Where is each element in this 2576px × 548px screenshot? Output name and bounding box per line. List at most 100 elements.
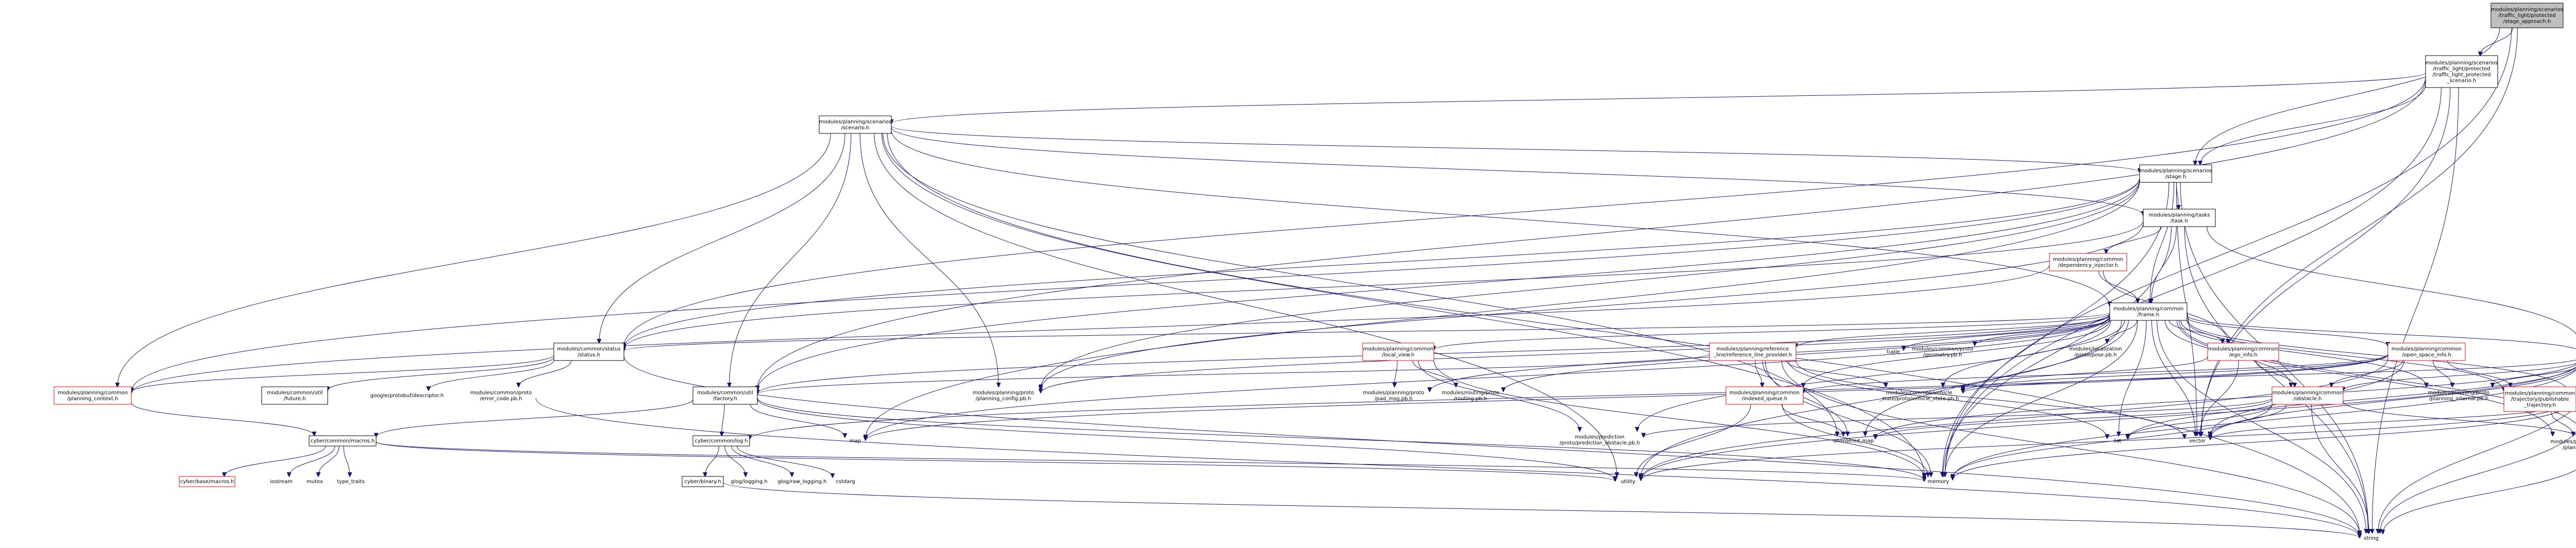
node-label-cstdarg-line-0: cstdarg xyxy=(836,479,855,485)
edge-frame-to-ego_info xyxy=(2168,320,2223,343)
node-box-planning_context xyxy=(54,386,132,405)
node-macros_common[interactable]: cyber/common/macros.h xyxy=(309,435,377,447)
node-indexed_queue[interactable]: modules/planning/common/indexed_queue.h xyxy=(1725,386,1804,405)
node-label-descriptor-line-0: google/protobuf/descriptor.h xyxy=(370,393,444,399)
node-label-memory-line-0: memory xyxy=(1928,479,1950,485)
node-label-planning_internal-line-0: modules/planning/proto xyxy=(2428,390,2489,396)
edge-factory-to-map xyxy=(750,404,845,437)
node-label-mutex-line-0: mutex xyxy=(307,479,323,485)
node-label-planning_config-line-1: /planning_config.pb.h xyxy=(976,396,1031,402)
edge-stage-to-memory xyxy=(1942,182,2170,476)
node-base_macros[interactable]: cyber/base/macros.h xyxy=(179,476,235,487)
node-status[interactable]: modules/common/status/status.h xyxy=(553,342,624,361)
node-label-glog_raw-line-0: glog/raw_logging.h xyxy=(778,479,827,485)
edge-scenario-to-utility xyxy=(874,133,1617,476)
node-future[interactable]: modules/common/util/future.h xyxy=(261,386,328,405)
edge-indexed_queue-to-unordered_map xyxy=(1781,404,1843,436)
node-label-open_space_info-line-0: modules/planning/common xyxy=(2392,346,2462,352)
node-label-cyber_log-line-0: cyber/common/log.h xyxy=(694,438,748,444)
node-ego_info[interactable]: modules/planning/common/ego_info.h xyxy=(2207,342,2279,361)
node-label-stage-line-1: /stage.h xyxy=(2165,174,2187,180)
node-unordered_map: unordered_map xyxy=(1833,438,1874,444)
node-planning_internal: modules/planning/proto/planning_internal… xyxy=(2428,390,2489,402)
edge-open_space_info-to-utility xyxy=(1641,358,2388,480)
node-publishable_traj[interactable]: modules/planning/common/trajectory/publi… xyxy=(2503,386,2576,412)
node-label-planning_pb-line-1: /planning.pb.h xyxy=(2563,445,2576,451)
node-factory[interactable]: modules/common/util/factory.h xyxy=(692,386,758,405)
edge-tlp_scenario-to-memory xyxy=(1945,87,2442,476)
edge-obstacle-to-unordered_map xyxy=(1875,399,2273,439)
node-label-vehicle_state-line-0: modules/common/vehicle xyxy=(1886,390,1953,396)
node-routing: modules/routing/proto/routing.pb.h xyxy=(1442,390,1499,402)
node-utility: utility xyxy=(1621,479,1636,485)
node-task[interactable]: modules/planning/tasks/task.h xyxy=(2143,209,2216,227)
edge-local_view-to-memory xyxy=(1433,360,1924,478)
node-scenario[interactable]: modules/planning/scenarios/scenario.h xyxy=(819,115,892,134)
node-label-tuple-line-0: tuple xyxy=(1887,349,1900,355)
node-root[interactable]: modules/planning/scenarios/traffic_light… xyxy=(2490,3,2564,28)
node-label-error_code-line-0: modules/common/proto xyxy=(470,390,532,396)
node-label-map-line-0: map xyxy=(850,438,861,444)
edge-scenario-to-unordered_map xyxy=(883,133,1837,436)
edge-task-to-status xyxy=(624,220,2144,349)
edge-indexed_queue-to-utility xyxy=(1636,404,1751,476)
edge-vec2d-to-string xyxy=(2383,469,2576,534)
edge-frame-to-ref_line_info xyxy=(2187,315,2576,349)
edge-scenario-to-factory xyxy=(730,133,852,387)
edge-scenario-to-task xyxy=(891,127,2143,215)
node-box-obstacle xyxy=(2272,386,2344,405)
edge-dep_injector-to-frame xyxy=(2098,270,2138,303)
edge-monitor_log-to-string xyxy=(2380,432,2576,533)
node-vehicle_state: modules/common/vehicle_state/proto/vehic… xyxy=(1879,390,1959,402)
node-label-planning_internal-line-1: /planning_internal.pb.h xyxy=(2429,396,2489,402)
edge-stage-to-factory xyxy=(757,179,2140,391)
edge-open_space_info-to-map xyxy=(866,354,2388,440)
edge-frame-to-utility xyxy=(1641,320,2122,477)
node-frame[interactable]: modules/planning/common/frame.h xyxy=(2109,302,2188,321)
node-ref_line_provider[interactable]: modules/planning/reference_line/referenc… xyxy=(1709,342,1797,361)
node-label-status-line-1: /status.h xyxy=(578,352,600,358)
node-box-status xyxy=(553,342,624,361)
node-label-planning_config-line-0: modules/planning/proto xyxy=(973,390,1034,396)
node-label-factory-line-0: modules/common/util xyxy=(697,390,753,396)
node-cyber_log[interactable]: cyber/common/log.h xyxy=(692,435,750,447)
edge-cyber_log-to-glog xyxy=(724,446,745,476)
node-label-glog-line-0: glog/logging.h xyxy=(731,479,768,485)
node-list: list xyxy=(2114,438,2122,444)
node-planning_config: modules/planning/proto/planning_config.p… xyxy=(973,390,1034,402)
edge-frame-to-planning_config xyxy=(1041,314,2110,393)
node-label-status-line-0: modules/common/status xyxy=(557,346,621,352)
node-tlp_scenario[interactable]: modules/planning/scenarios/traffic_light… xyxy=(2425,55,2498,88)
edge-frame-to-routing xyxy=(1503,316,2110,391)
node-iostream: iostream xyxy=(270,479,293,485)
node-dep_injector[interactable]: modules/planning/common/dependency_injec… xyxy=(2049,253,2127,271)
node-label-local_view-line-1: /local_view.h xyxy=(1382,352,1414,358)
node-label-root-line-2: /stage_approach.h xyxy=(2503,19,2551,25)
edge-ego_info-to-obstacle xyxy=(2256,360,2295,387)
node-label-pad_msg-line-0: modules/planning/proto xyxy=(1363,390,1424,396)
edge-factory-to-memory xyxy=(757,398,1924,481)
node-box-frame xyxy=(2109,302,2188,321)
node-box-stage xyxy=(2139,164,2212,183)
node-binary[interactable]: cyber/binary.h xyxy=(682,476,724,487)
node-layer: modules/planning/scenarios/traffic_light… xyxy=(54,3,2576,541)
node-label-local_view-line-0: modules/planning/common xyxy=(1363,346,1433,352)
node-label-root-line-0: modules/planning/scenarios xyxy=(2491,7,2563,13)
node-open_space_info[interactable]: modules/planning/common/open_space_info.… xyxy=(2387,342,2466,361)
node-local_view[interactable]: modules/planning/common/local_view.h xyxy=(1362,342,1434,361)
edge-tlp_scenario-to-status xyxy=(624,77,2426,346)
edge-ref_line_info-to-obstacle xyxy=(2343,363,2576,391)
edge-stage-to-status xyxy=(624,177,2140,348)
edge-tlp_scenario-to-stage xyxy=(2200,84,2426,165)
node-planning_context[interactable]: modules/planning/common/planning_context… xyxy=(54,386,132,405)
edge-scenario-to-stage xyxy=(891,126,2140,173)
node-box-publishable_traj xyxy=(2503,386,2576,412)
edge-macros_common-to-iostream xyxy=(289,446,335,476)
edge-frame-to-indexed_queue xyxy=(1803,320,2110,387)
edge-tlp_scenario-to-vector xyxy=(2201,87,2451,436)
node-stage[interactable]: modules/planning/scenarios/stage.h xyxy=(2139,164,2212,183)
node-label-future-line-1: /future.h xyxy=(283,396,306,402)
node-label-factory-line-1: /factory.h xyxy=(713,396,737,402)
node-obstacle[interactable]: modules/planning/common/obstacle.h xyxy=(2272,386,2344,405)
node-label-pad_msg-line-1: /pad_msg.pb.h xyxy=(1375,396,1413,402)
